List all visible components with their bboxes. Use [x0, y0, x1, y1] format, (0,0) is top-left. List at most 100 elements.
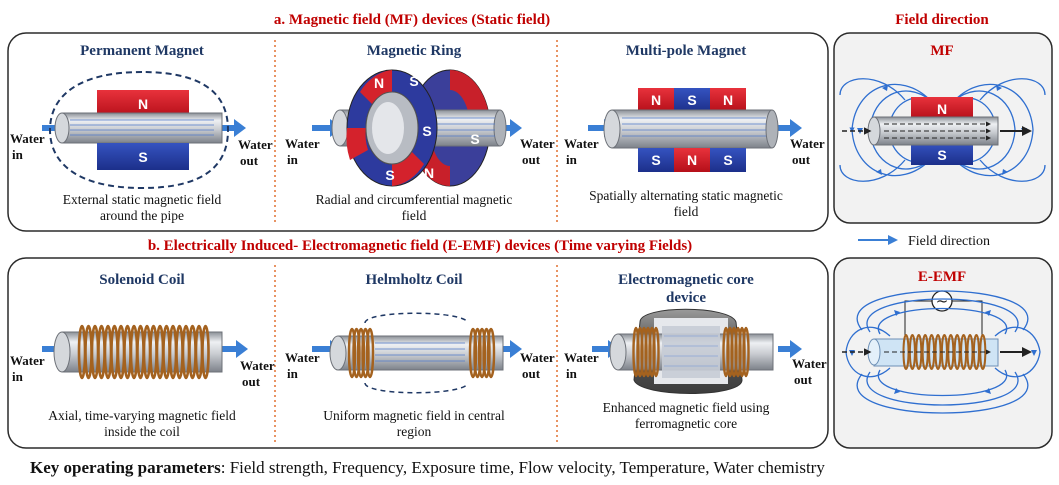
device-title-helmholtz: Helmholtz Coil — [365, 272, 462, 288]
helmholtz-coil-right — [468, 327, 496, 379]
coil-turn — [356, 327, 366, 379]
solenoid-windings — [77, 324, 210, 380]
device-title-multi-pole: Multi-pole Magnet — [626, 43, 746, 59]
ring-pole-1: N — [374, 75, 384, 91]
coil-turn — [742, 326, 750, 378]
device-title-magnetic-ring: Magnetic Ring — [367, 43, 462, 59]
device-title-solenoid: Solenoid Coil — [99, 272, 184, 288]
coil-turn — [201, 324, 210, 380]
flow-out-arrow-6 — [778, 340, 802, 358]
water-in-3b: in — [566, 152, 578, 167]
water-out-4b: out — [242, 374, 261, 389]
coil-turn — [361, 327, 370, 379]
water-out-2a: Water — [520, 136, 555, 151]
multipole-top-1: N — [651, 92, 661, 108]
ring-pole-5: N — [424, 165, 434, 181]
caption-solenoid-1: Axial, time-varying magnetic field — [48, 408, 236, 423]
flow-out-arrow-1 — [220, 119, 246, 137]
water-in-2a: Water — [285, 136, 320, 151]
coil-turn — [477, 327, 487, 379]
multipole-bottom-3: S — [723, 152, 732, 168]
permanent-field-loop — [48, 70, 230, 190]
caption-permanent-1: External static magnetic field — [63, 192, 222, 207]
eemf-field-lines — [845, 290, 1041, 414]
caption-helmholtz-1: Uniform magnetic field in central — [323, 408, 505, 423]
device-title-em-core-2: device — [666, 290, 706, 306]
water-out-5a: Water — [520, 350, 555, 365]
water-out-1b: out — [240, 153, 259, 168]
water-in-2b: in — [287, 152, 299, 167]
mf-south-magnet — [911, 143, 973, 165]
water-in-4a: Water — [10, 353, 45, 368]
footer-bold-label: Key operating parameters — [30, 458, 221, 477]
water-in-4b: in — [12, 369, 24, 384]
flow-out-arrow-4 — [222, 340, 248, 358]
mf-north-magnet — [911, 97, 973, 119]
permanent-south-magnet — [97, 143, 189, 170]
ring-pole-6: S — [470, 131, 479, 147]
permanent-pipe-end — [54, 112, 70, 144]
ring-pole-2: S — [409, 73, 418, 89]
coil-turn — [347, 327, 357, 379]
water-out-3a: Water — [790, 136, 825, 151]
water-in-5b: in — [287, 366, 299, 381]
caption-emcore-2: ferromagnetic core — [635, 416, 737, 431]
caption-permanent-2: around the pipe — [100, 208, 184, 223]
caption-ring-2: field — [402, 208, 427, 223]
permanent-south-label: S — [138, 149, 147, 165]
water-in-5a: Water — [285, 350, 320, 365]
caption-emcore-1: Enhanced magnetic field using — [603, 400, 770, 415]
water-out-1a: Water — [238, 137, 273, 152]
device-title-em-core-1: Electromagnetic core — [618, 272, 754, 288]
water-out-2b: out — [522, 152, 541, 167]
key-parameters-footer: Key operating parameters: Field strength… — [30, 458, 1050, 478]
coil-turn — [365, 327, 375, 379]
permanent-north-label: N — [138, 96, 148, 112]
ac-symbol: ~ — [936, 292, 949, 310]
mf-north-label: N — [937, 101, 947, 117]
water-out-6b: out — [794, 372, 813, 387]
flow-out-arrow-5 — [498, 340, 522, 358]
em-core-winding-right — [722, 326, 750, 378]
permanent-magnet-illustration: N S — [48, 70, 230, 190]
coil-turn — [352, 327, 361, 379]
section-b-title: b. Electrically Induced- Electromagnetic… — [148, 238, 692, 254]
coil-turn — [468, 327, 478, 379]
water-in-6a: Water — [564, 350, 599, 365]
water-in-1a: Water — [10, 131, 45, 146]
caption-solenoid-2: inside the coil — [104, 424, 180, 439]
permanent-pipe — [61, 112, 223, 144]
flow-out-arrow-2 — [498, 119, 522, 137]
multipole-top-2: S — [687, 92, 696, 108]
multipole-bottom-2: N — [687, 152, 697, 168]
caption-helmholtz-2: region — [397, 424, 432, 439]
helmholtz-illustration — [329, 312, 504, 394]
section-a-title: a. Magnetic field (MF) devices (Static f… — [274, 12, 550, 28]
mf-south-label: S — [937, 147, 946, 163]
magnetic-ring-illustration: N S S S N S — [331, 69, 507, 187]
eemf-label: E-EMF — [918, 269, 966, 285]
em-core-illustration — [609, 308, 774, 394]
ring-pole-3: S — [422, 123, 431, 139]
solenoid-illustration — [53, 324, 223, 380]
multipole-illustration: N S N S N S — [603, 88, 779, 172]
flow-out-arrow-3 — [778, 119, 802, 137]
coil-turn — [473, 327, 482, 379]
ring-pole-4: S — [385, 167, 394, 183]
em-core-winding-left — [632, 326, 660, 378]
water-out-6a: Water — [792, 356, 827, 371]
mf-label: MF — [930, 43, 953, 59]
multipole-top-3: N — [723, 92, 733, 108]
water-in-6b: in — [566, 366, 578, 381]
water-out-4a: Water — [240, 358, 275, 373]
field-direction-title: Field direction — [895, 12, 989, 28]
multipole-pipe — [611, 109, 773, 149]
coil-turn — [486, 327, 496, 379]
legend-label: Field direction — [908, 234, 990, 249]
water-out-5b: out — [522, 366, 541, 381]
caption-multipole-2: field — [674, 204, 699, 219]
footer-text: : Field strength, Frequency, Exposure ti… — [220, 458, 825, 477]
caption-multipole-1: Spatially alternating static magnetic — [589, 188, 783, 203]
helmholtz-coil-left — [347, 327, 375, 379]
